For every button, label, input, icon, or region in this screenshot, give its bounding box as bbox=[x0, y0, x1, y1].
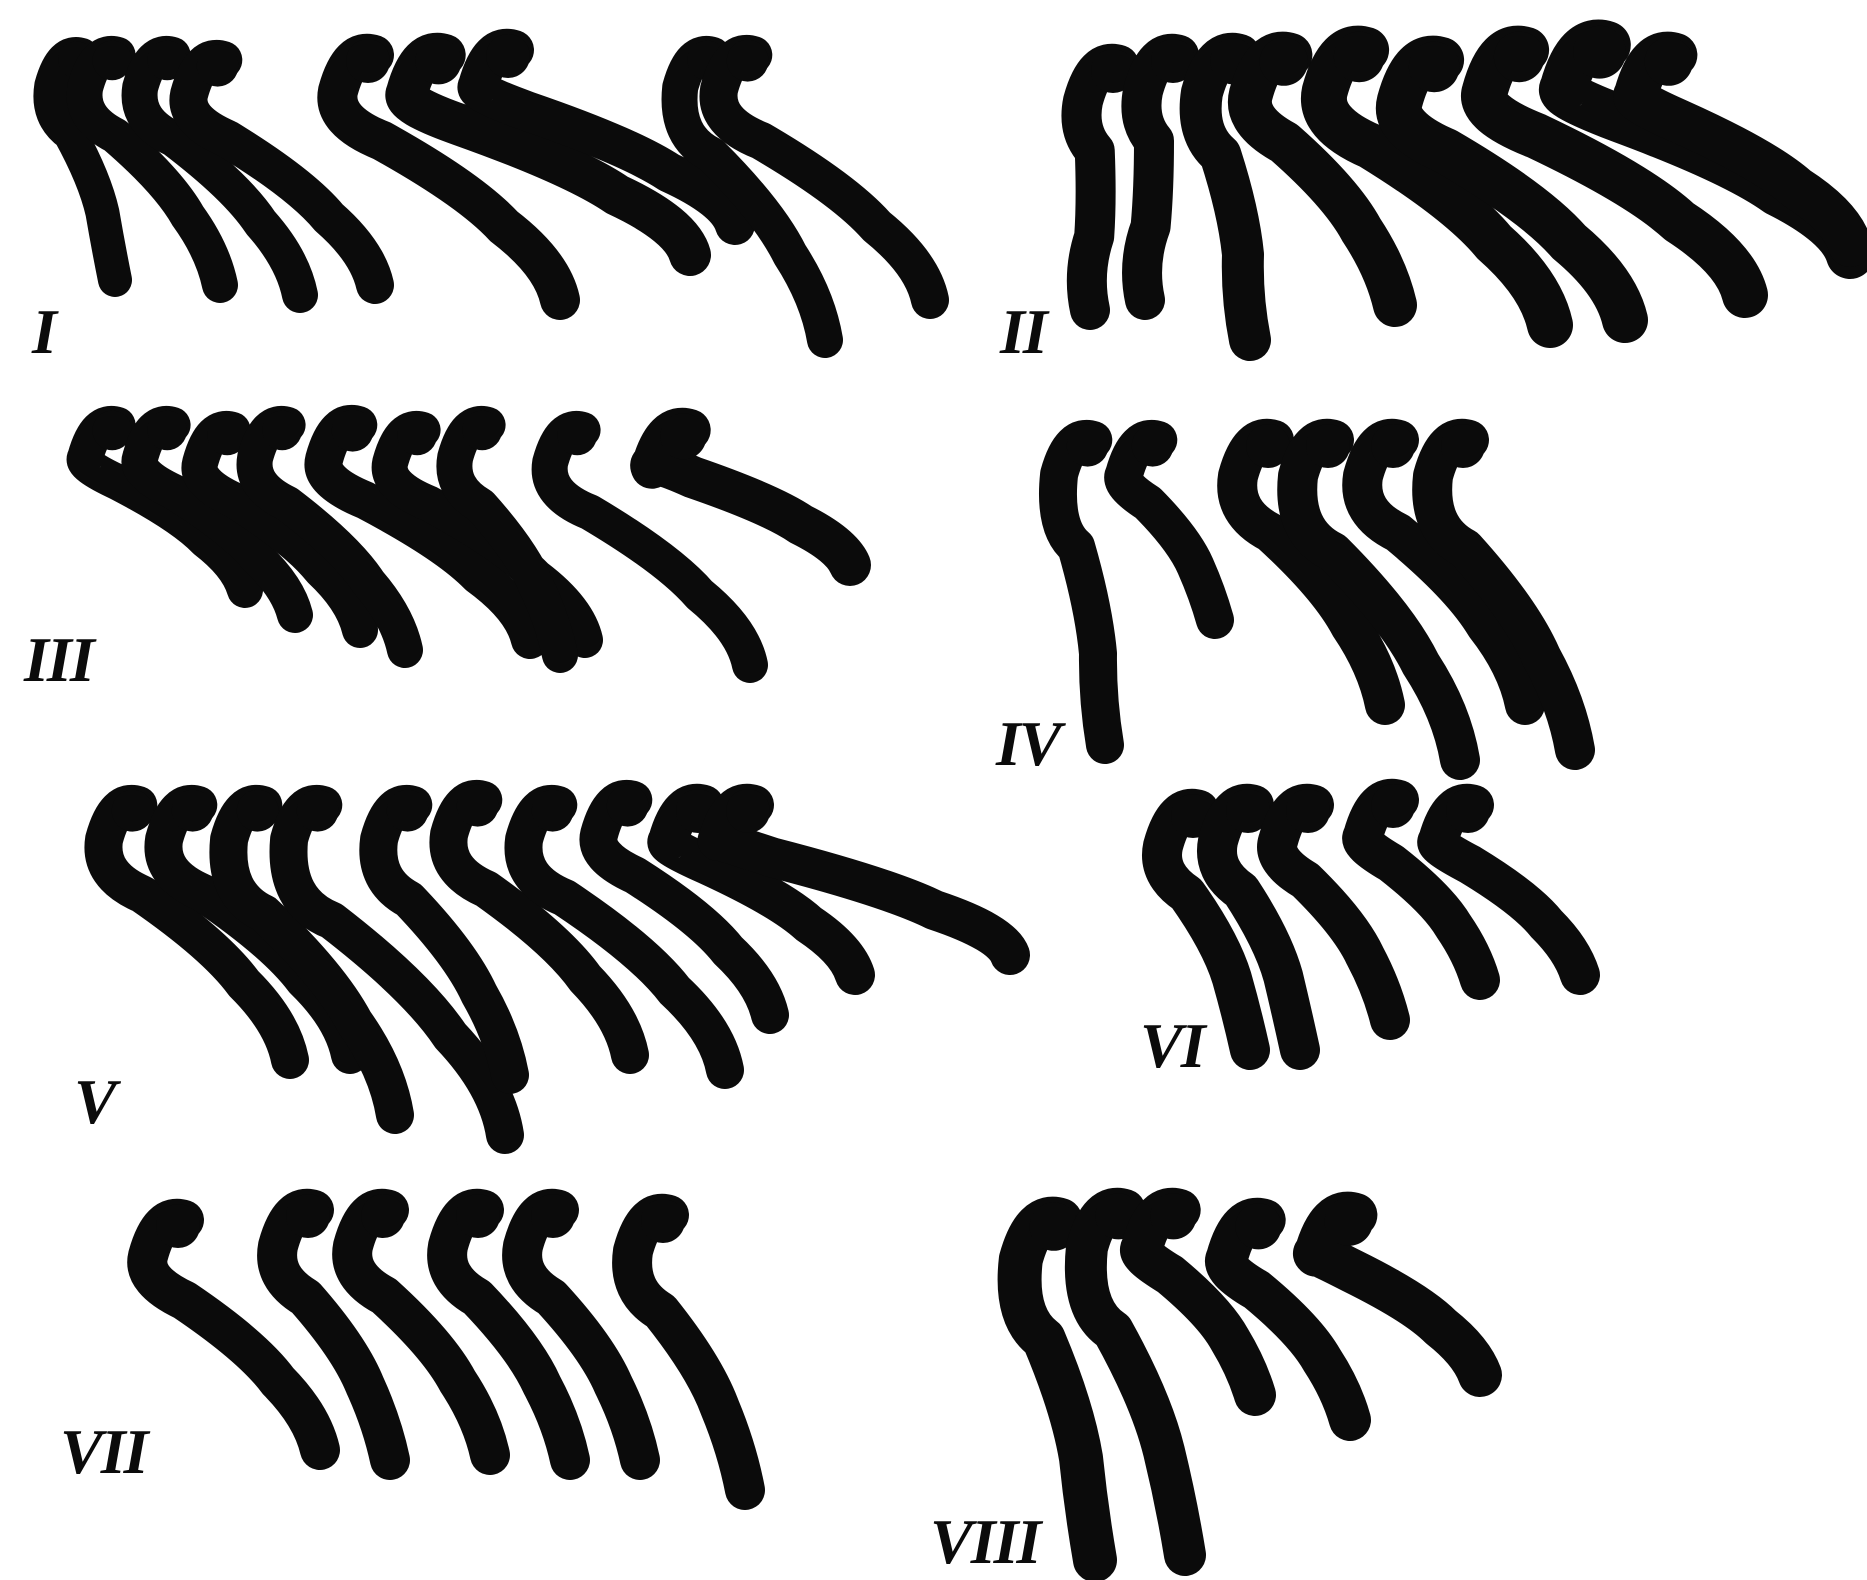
panel-viii-stroke-5-head bbox=[1325, 1197, 1373, 1245]
panel-i-stroke-5-head bbox=[346, 39, 390, 83]
panel-vii-stroke-3-head bbox=[361, 1194, 405, 1238]
panel-i-strokes bbox=[50, 34, 930, 340]
panel-iii-stroke-9-head bbox=[660, 413, 706, 459]
panel-label-vii: VII bbox=[60, 1420, 147, 1484]
panel-iii-stroke-7-head bbox=[462, 411, 502, 451]
panel-v-stroke-2-head bbox=[172, 790, 214, 832]
panel-v-strokes bbox=[103, 785, 1010, 1135]
panel-iii-strokes bbox=[85, 410, 850, 665]
panel-iv-stroke-2-head bbox=[1132, 425, 1174, 467]
panel-i-stroke-4-head bbox=[197, 45, 239, 87]
panel-v-stroke-6-head bbox=[457, 785, 499, 827]
panel-v-stroke-3-head bbox=[237, 790, 279, 832]
panel-vii-stroke-5-head bbox=[531, 1194, 575, 1238]
panel-ii-strokes bbox=[1081, 26, 1850, 340]
panel-label-vi: VI bbox=[1140, 1014, 1204, 1078]
panel-v-stroke-7-head bbox=[532, 790, 574, 832]
panel-ii-stroke-8-head bbox=[1573, 26, 1626, 79]
panel-ii-stroke-6-head bbox=[1409, 42, 1460, 93]
panel-i-stroke-6-head bbox=[415, 38, 461, 84]
panel-v-stroke-5-head bbox=[387, 790, 429, 832]
panel-vii-stroke-4-head bbox=[456, 1194, 500, 1238]
panel-iii-stroke-5-head bbox=[332, 410, 374, 452]
panel-vi-stroke-5-head bbox=[1446, 789, 1490, 833]
panel-vii-strokes bbox=[147, 1194, 745, 1490]
panel-iv-stroke-2 bbox=[1123, 439, 1215, 620]
panel-label-v: V bbox=[74, 1070, 115, 1134]
panel-vi-stroke-4-head bbox=[1371, 784, 1415, 828]
panel-v-stroke-8-head bbox=[607, 785, 649, 827]
panel-vii-stroke-1-head bbox=[156, 1204, 200, 1248]
panel-vii-stroke-6-head bbox=[641, 1199, 685, 1243]
panel-ii-stroke-4-head bbox=[1260, 37, 1308, 85]
panel-label-i: I bbox=[32, 300, 55, 364]
panel-ii-stroke-9-head bbox=[1645, 37, 1693, 85]
panel-iv-stroke-1 bbox=[1058, 439, 1105, 745]
panel-viii-stroke-3-head bbox=[1150, 1193, 1196, 1239]
panel-vii-stroke-2-head bbox=[286, 1194, 330, 1238]
panel-iii-stroke-6-head bbox=[397, 416, 437, 456]
panel-v-stroke-10-head bbox=[726, 789, 770, 833]
panel-ii-stroke-7-head bbox=[1494, 32, 1545, 83]
panel-viii-stroke-4-head bbox=[1235, 1203, 1281, 1249]
panel-v-stroke-4-head bbox=[297, 790, 339, 832]
panel-i-stroke-7-head bbox=[486, 34, 530, 78]
panel-vi-strokes bbox=[1162, 784, 1580, 1050]
panel-iii-stroke-4-head bbox=[262, 411, 302, 451]
panel-label-ii: II bbox=[1000, 300, 1046, 364]
panel-iii-stroke-2-head bbox=[147, 411, 187, 451]
panel-iv-stroke-4-head bbox=[1306, 424, 1350, 468]
panel-ii-stroke-2 bbox=[1141, 54, 1179, 300]
panel-iv-stroke-5-head bbox=[1371, 424, 1415, 468]
panel-vi-stroke-3-head bbox=[1286, 789, 1330, 833]
panel-iv-strokes bbox=[1058, 424, 1575, 760]
panel-ii-stroke-1 bbox=[1081, 64, 1119, 310]
panel-i-stroke-9-head bbox=[727, 40, 769, 82]
panel-iv-stroke-6-head bbox=[1441, 424, 1485, 468]
panel-label-viii: VIII bbox=[930, 1510, 1039, 1574]
panel-label-iii: III bbox=[24, 628, 93, 692]
panel-v-stroke-1-head bbox=[112, 790, 154, 832]
panel-ii-stroke-5-head bbox=[1334, 32, 1385, 83]
panel-iii-stroke-8-head bbox=[557, 416, 597, 456]
panel-viii-strokes bbox=[1020, 1193, 1480, 1560]
panel-iv-stroke-1-head bbox=[1067, 425, 1109, 467]
panel-label-iv: IV bbox=[996, 712, 1060, 776]
